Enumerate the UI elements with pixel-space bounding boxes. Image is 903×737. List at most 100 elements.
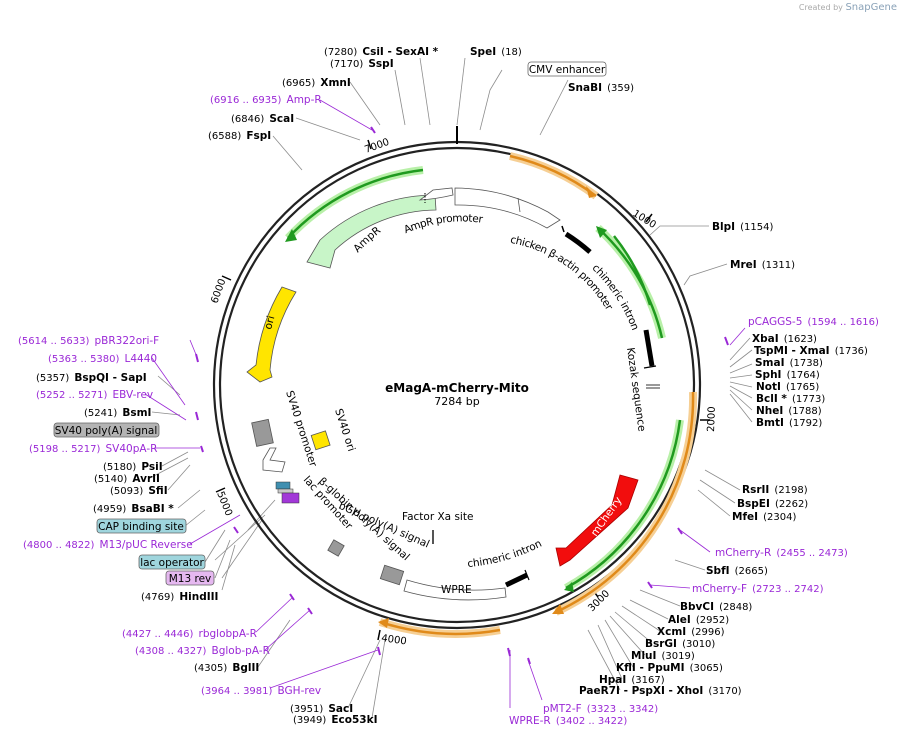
enzyme-xmni: (6965) XmnI (282, 71, 351, 90)
green-arrowhead-mcherry (564, 582, 574, 592)
cmv-enhancer-box[interactable] (527, 61, 607, 77)
cmv-boundary (517, 197, 521, 213)
m13-rev-box[interactable] (165, 570, 215, 586)
enzyme-avrii: (5140) AvrII (94, 467, 160, 486)
enzyme-noti: NotI (1765) (756, 375, 819, 394)
enzyme-spei: SpeI (18) (470, 40, 522, 59)
enzyme-snabi: SnaBI (359) (568, 76, 634, 95)
sv40-promoter-label: SV40 promoter (283, 389, 319, 469)
green-arc-amp (287, 168, 424, 239)
primer-pbr322ori-f: (5614 .. 5633) pBR322ori-F (18, 329, 159, 348)
orange-arrow-top (586, 186, 596, 198)
mcherry-label: mCherry (589, 495, 625, 539)
tick-4000: 4000 (381, 633, 408, 647)
primer-sv40pa-r: (5198 .. 5217) SV40pA-R (29, 437, 157, 456)
cmv-enhancer-label: CMV enhancer (529, 64, 606, 76)
sv40-promoter-arrow[interactable] (262, 447, 286, 473)
primer-wpre-r: WPRE-R (3402 .. 3422) (509, 709, 627, 728)
primer-labels: (6916 .. 6935) Amp-R pCAGGS-5 (1594 .. 1… (18, 94, 879, 728)
primer-mcherry-f: mCherry-F (2723 .. 2742) (692, 577, 824, 596)
enzyme-hpai: HpaI (3167) (599, 668, 665, 687)
tick-6000: 6000 (209, 277, 228, 305)
enzyme-saci: (3951) SacI (290, 697, 353, 716)
enzyme-hindiii: (4769) HindIII (141, 585, 218, 604)
green-arc-mcherry (565, 419, 682, 590)
enzyme-psii: (5180) PsiI (103, 455, 163, 474)
ampr-arrow[interactable] (306, 194, 437, 269)
bgh-polya-box[interactable] (379, 564, 405, 586)
cap-binding-site-label: CAP binding site (98, 521, 184, 533)
tick-2000: 2000 (706, 406, 718, 432)
backbone-inner-strand (218, 146, 696, 624)
enzyme-nhei: NheI (1788) (756, 399, 822, 418)
cap-binding-block[interactable] (275, 481, 291, 490)
enzyme-sphi: SphI (1764) (755, 363, 820, 382)
primer-mcherry-r: mCherry-R (2455 .. 2473) (715, 541, 848, 560)
chimeric-intron-bottom-segment (504, 572, 529, 588)
enzyme-bsabi: (4959) BsaBI * (93, 497, 174, 516)
orange-arc-right (555, 391, 695, 614)
green-arrowhead-intron (596, 226, 607, 238)
cap-binding-site-box[interactable] (96, 518, 187, 534)
ampr-promoter-arrow[interactable] (418, 187, 454, 201)
ampr-promoter-label: AmpR promoter (402, 212, 484, 236)
enzyme-fspi: (6588) FspI (208, 124, 271, 143)
enzyme-rsrii: RsrII (2198) (742, 478, 808, 497)
enzyme-mrei: MreI (1311) (730, 253, 795, 272)
mcherry-arrow[interactable] (555, 474, 639, 567)
enzyme-labels: (7280) CsiI - SexAI * (7170) SspI SpeI (… (36, 40, 868, 726)
chimeric-intron-segment (643, 329, 655, 367)
sv40-ori-label: SV40 ori (332, 407, 357, 453)
enzyme-blpi: BlpI (1154) (712, 215, 773, 234)
enzyme-xcmi: XcmI (2996) (657, 620, 725, 639)
chimeric-intron-black-segment (564, 231, 592, 254)
enzyme-bspei: BspEI (2262) (737, 492, 808, 511)
enzyme-bglii: (4305) BglII (194, 656, 259, 675)
wpre-arrow[interactable] (403, 579, 507, 601)
primer-marks (195, 126, 729, 665)
enzyme-paer7i: PaeR7I - PspXI - XhoI (3170) (579, 679, 742, 698)
sv40-ori-box[interactable] (310, 430, 331, 451)
primer-bglob-pa-r: (4308 .. 4327) Bglob-pA-R (135, 639, 270, 658)
orange-arc-bottom (379, 620, 501, 636)
enzyme-bsmi: (5241) BsmI (84, 401, 151, 420)
sv40-polya-box[interactable] (251, 418, 274, 447)
enzyme-mlui: MluI (3019) (631, 644, 695, 663)
primer-ebv-rev: (5252 .. 5271) EBV-rev (36, 383, 153, 402)
primer-l4440: (5363 .. 5380) L4440 (48, 347, 157, 366)
brand-prefix: Created by (798, 3, 843, 12)
primer-bgh-rev: (3964 .. 3981) BGH-rev (201, 679, 321, 698)
enzyme-bsrgi: BsrGI (3010) (645, 632, 715, 651)
snapgene-logo: SnapGene (845, 2, 897, 13)
enzyme-smai: SmaI (1738) (755, 351, 823, 370)
enzyme-bbvci: BbvCI (2848) (680, 595, 752, 614)
plasmid-size: 7284 bp (434, 395, 479, 408)
sv40-polya-signal-box[interactable] (53, 422, 160, 438)
enzyme-tspmi: TspMI - XmaI (1736) (754, 339, 868, 358)
enzyme-csii: (7280) CsiI - SexAI * (324, 40, 439, 59)
factor-xa-label: Factor Xa site (402, 511, 473, 523)
leader-lines (149, 57, 753, 719)
orange-arrowhead-right (552, 604, 564, 614)
snapgene-brand: Created by SnapGene (799, 2, 897, 13)
plasmid-name: eMagA-mCherry-Mito (385, 381, 529, 395)
enzyme-kfli: KflI - PpuMI (3065) (616, 656, 723, 675)
wpre-label: WPRE (441, 584, 472, 596)
chimeric-intron-bottom-tick (524, 569, 530, 581)
enzyme-bmti: BmtI (1792) (756, 411, 822, 430)
enzyme-sspi: (7170) SspI (330, 52, 394, 71)
primer-pmt2-f: pMT2-F (3323 .. 3342) (543, 697, 658, 716)
enzyme-mfei: MfeI (2304) (732, 505, 796, 524)
lac-operator-box[interactable] (138, 554, 206, 570)
enzyme-sfii: (5093) SfiI (110, 479, 168, 498)
lac-operator-block[interactable] (277, 488, 294, 494)
chicken-actin-promoter-arrow[interactable] (454, 187, 561, 229)
kozak-label: Kozak sequence (624, 347, 648, 433)
green-arrowhead-amp (285, 229, 297, 242)
orange-arrowhead-bottom (378, 618, 389, 628)
ori-arrow[interactable] (246, 286, 297, 383)
primer-leaders (144, 99, 746, 708)
beta-globin-polya-box[interactable] (327, 539, 345, 557)
m13-rev-block[interactable] (281, 492, 300, 504)
